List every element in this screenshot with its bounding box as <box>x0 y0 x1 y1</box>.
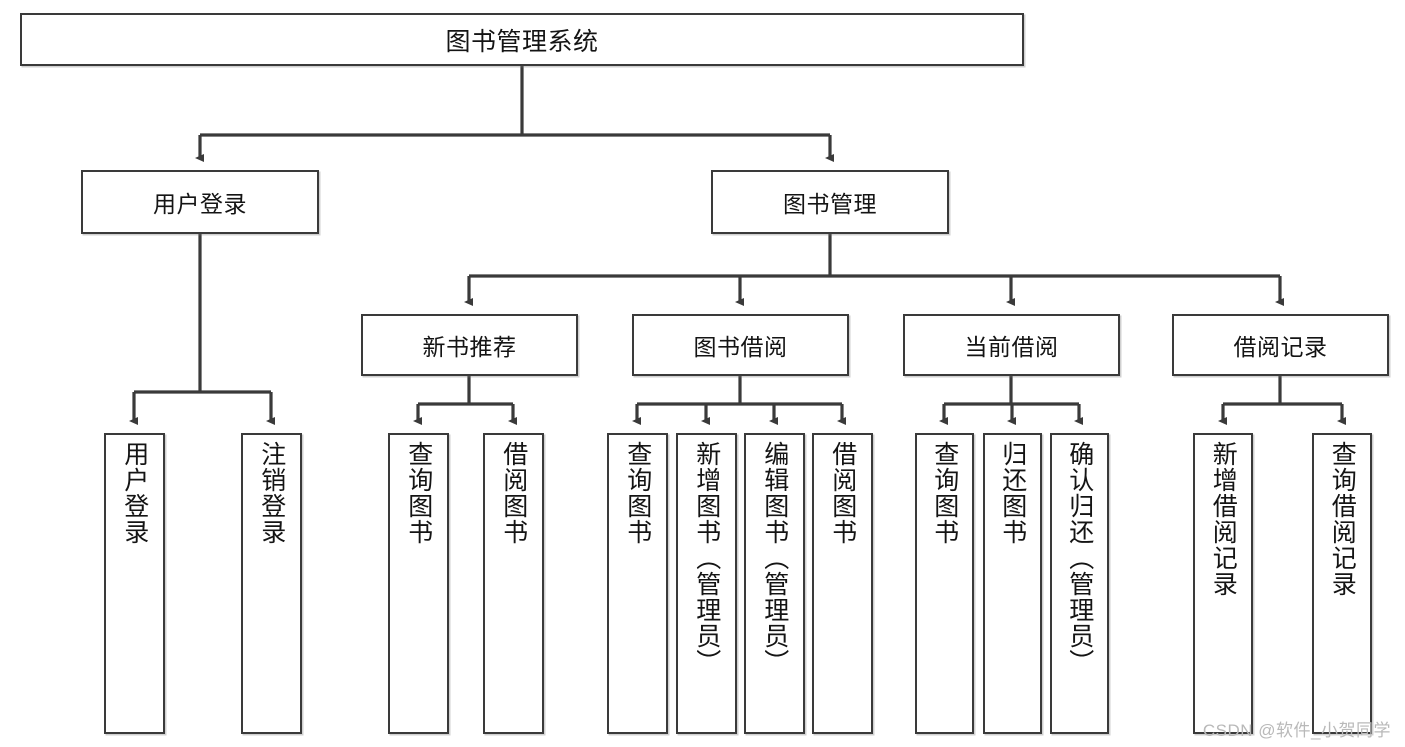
node-leaf-user-login-label: 用户登录 <box>120 441 149 545</box>
node-borrow-record-label: 借阅记录 <box>1233 334 1328 360</box>
node-new-book-recommend[interactable]: 新书推荐 <box>361 314 578 376</box>
node-leaf-query-book-recommend-label: 查询图书 <box>404 441 433 545</box>
watermark: CSDN @软件_小贺同学 <box>1202 721 1391 740</box>
node-leaf-borrow-book[interactable]: 借阅图书 <box>812 433 873 734</box>
node-leaf-edit-book-admin[interactable]: 编辑图书（管理员） <box>744 433 805 734</box>
node-book-borrow[interactable]: 图书借阅 <box>632 314 849 376</box>
node-leaf-query-borrow-record[interactable]: 查询借阅记录 <box>1312 433 1372 734</box>
node-book-management[interactable]: 图书管理 <box>711 170 949 234</box>
node-leaf-logout-login-label: 注销登录 <box>257 441 286 545</box>
node-leaf-return-book[interactable]: 归还图书 <box>983 433 1042 734</box>
node-root[interactable]: 图书管理系统 <box>20 13 1024 66</box>
node-leaf-confirm-return-admin[interactable]: 确认归还（管理员） <box>1050 433 1109 734</box>
node-leaf-borrow-book-label: 借阅图书 <box>828 441 857 545</box>
node-leaf-add-borrow-record[interactable]: 新增借阅记录 <box>1193 433 1253 734</box>
node-leaf-add-book-admin[interactable]: 新增图书（管理员） <box>676 433 737 734</box>
node-leaf-confirm-return-admin-label: 确认归还（管理员） <box>1065 441 1094 675</box>
node-leaf-query-book-borrow-label: 查询图书 <box>623 441 652 545</box>
node-leaf-logout-login[interactable]: 注销登录 <box>241 433 302 734</box>
node-book-management-label: 图书管理 <box>783 191 877 217</box>
node-leaf-query-borrow-record-label: 查询借阅记录 <box>1328 441 1357 597</box>
node-leaf-borrow-book-recommend[interactable]: 借阅图书 <box>483 433 544 734</box>
node-leaf-return-book-label: 归还图书 <box>998 441 1027 545</box>
node-leaf-query-book-current-label: 查询图书 <box>930 441 959 545</box>
node-new-book-recommend-label: 新书推荐 <box>422 334 517 360</box>
node-leaf-user-login[interactable]: 用户登录 <box>104 433 165 734</box>
node-leaf-borrow-book-recommend-label: 借阅图书 <box>499 441 528 545</box>
node-root-label: 图书管理系统 <box>445 27 599 56</box>
node-borrow-record[interactable]: 借阅记录 <box>1172 314 1389 376</box>
node-current-borrow-label: 当前借阅 <box>964 334 1059 360</box>
node-leaf-add-borrow-record-label: 新增借阅记录 <box>1209 441 1238 597</box>
node-leaf-add-book-admin-label: 新增图书（管理员） <box>692 441 721 675</box>
node-book-borrow-label: 图书借阅 <box>693 334 788 360</box>
node-leaf-query-book-borrow[interactable]: 查询图书 <box>607 433 668 734</box>
node-user-login-label: 用户登录 <box>153 191 247 217</box>
node-leaf-edit-book-admin-label: 编辑图书（管理员） <box>760 441 789 675</box>
node-leaf-query-book-recommend[interactable]: 查询图书 <box>388 433 449 734</box>
node-leaf-query-book-current[interactable]: 查询图书 <box>915 433 974 734</box>
node-user-login[interactable]: 用户登录 <box>81 170 319 234</box>
node-current-borrow[interactable]: 当前借阅 <box>903 314 1120 376</box>
